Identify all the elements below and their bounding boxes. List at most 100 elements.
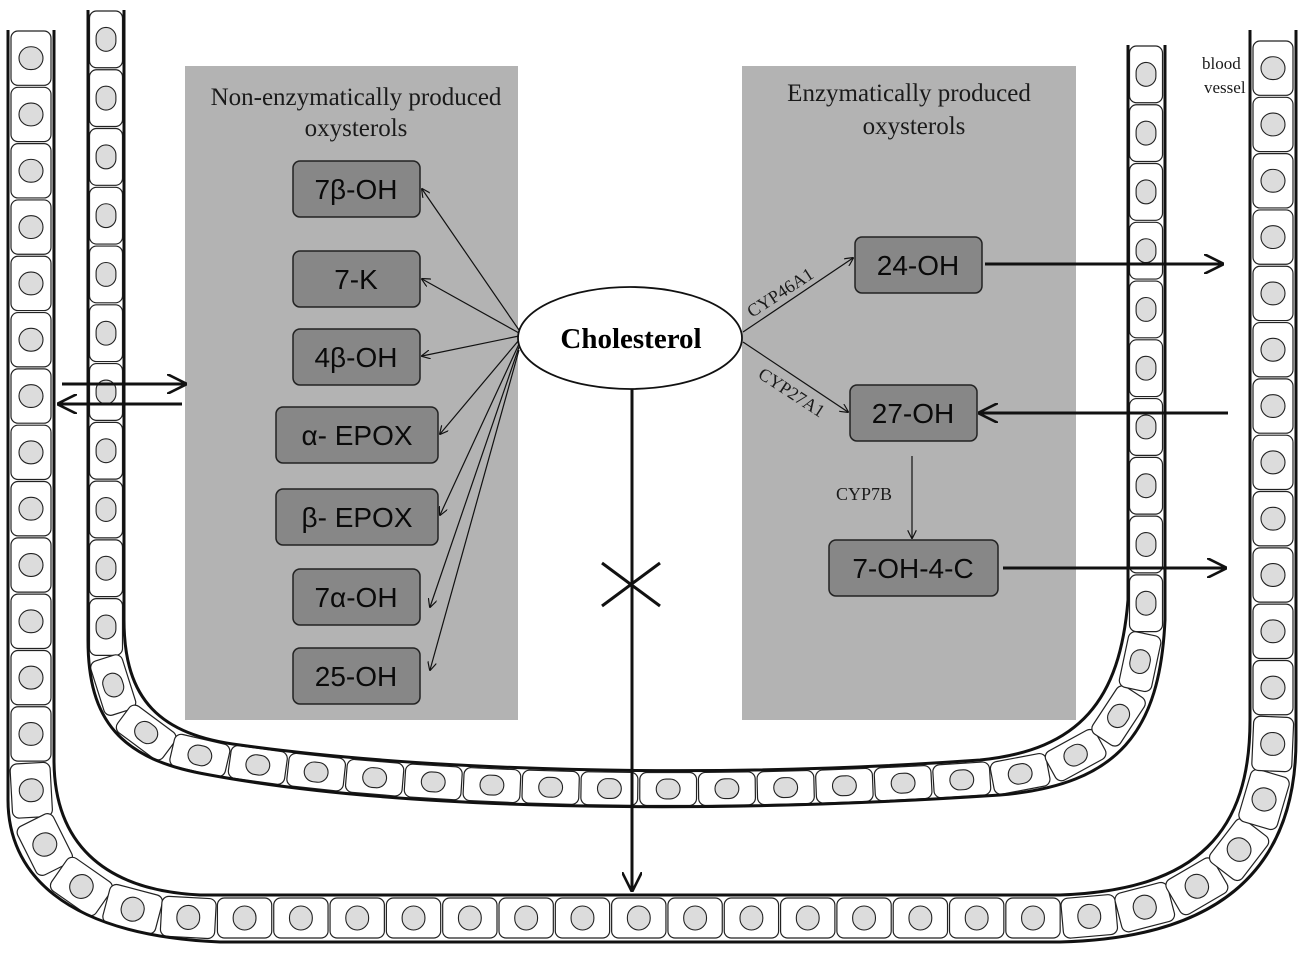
endothelial-cell [723,897,780,939]
endothelial-cell [1238,768,1290,831]
cell-nucleus [1135,590,1157,616]
endothelial-cell [1128,339,1164,398]
transport-arrows [59,264,1228,890]
endothelial-cell [1252,265,1294,322]
cell-nucleus [831,775,857,797]
cell-nucleus [1260,731,1286,756]
endothelial-cell [1118,631,1162,693]
endothelial-cell [836,897,892,939]
oxysterol-box-7a-oh [292,568,421,626]
endothelial-cell [1252,603,1294,660]
oxysterol-label-a-epox: α- EPOX [301,420,412,451]
cell-nucleus [964,905,989,931]
endothelial-cell [462,767,522,804]
oxysterol-box-a-epox [275,406,439,464]
arrow-to-7a-oh [430,346,520,607]
cell-nucleus [514,905,539,931]
endothelial-cell [1252,153,1294,209]
endothelial-cell [88,245,124,304]
endothelial-cell [169,733,231,778]
cell-nucleus [18,721,44,746]
endothelial-cell [88,10,124,69]
cell-nucleus [1260,225,1286,250]
cell-nucleus [102,672,125,698]
blocked-mark-icon [601,561,661,608]
cell-nucleus [18,665,44,690]
endothelial-cell [1252,40,1294,96]
endothelial-cell [88,304,124,363]
cholesterol-label: Cholesterol [560,323,701,355]
inner-wall-inner-line [122,10,1130,773]
endothelial-cell [1128,221,1164,280]
cell-nucleus [1007,763,1033,785]
blood-vessel-label-line2: vessel [1204,78,1246,97]
cell-nucleus [95,261,117,287]
cell-nucleus [714,778,740,800]
cell-nucleus [1260,56,1286,81]
cell-nucleus [95,320,117,346]
cell-nucleus [95,144,117,170]
endothelial-cell [697,771,757,807]
cell-nucleus [739,905,764,931]
endothelial-cell [385,897,442,939]
cell-nucleus [908,905,933,931]
endothelial-cell [1252,209,1294,265]
cell-nucleus [1260,675,1286,700]
endothelial-cell [779,897,836,939]
endothelial-cell [286,752,347,792]
oxysterol-label-27-oh: 27-OH [872,398,954,429]
cell-nucleus [1021,905,1045,931]
cell-nucleus [345,905,370,931]
endothelial-cell [1128,397,1164,456]
endothelial-cell [10,311,52,368]
cell-nucleus [18,102,44,127]
cell-nucleus [852,905,877,931]
endothelial-cell [88,69,124,128]
arrow-to-24-oh [742,258,853,333]
cell-nucleus [120,896,145,922]
cell-nucleus [1260,450,1286,475]
endothelial-cell [88,598,124,656]
right-panel-title-line2: oxysterols [863,113,966,140]
cell-nucleus [1132,894,1157,920]
cell-nucleus [1251,787,1277,812]
cell-nucleus [187,744,213,767]
oxysterol-box-b-epox [275,488,439,546]
cell-nucleus [1260,563,1286,587]
cell-nucleus [1129,649,1151,675]
endothelial-cell [1208,818,1270,882]
cell-nucleus [18,271,44,296]
cell-nucleus [18,215,44,240]
oxysterol-box-24-oh [854,236,983,294]
arrow-to-7b-oh [422,189,520,331]
cell-nucleus [457,905,482,931]
endothelial-cell [756,769,815,806]
endothelial-cell [88,127,124,186]
endothelial-cell [1252,434,1294,491]
endothelial-cell [88,539,124,598]
oxysterol-label-7-k: 7-K [334,264,378,295]
vessel-cell-layer [9,10,1295,940]
endothelial-cell [521,769,580,805]
endothelial-cell [403,763,463,801]
endothelial-cell [1252,321,1294,378]
cell-nucleus [570,905,595,931]
non-enzymatic-arrows [422,189,520,670]
cell-nucleus [18,384,44,409]
endothelial-cell [498,897,554,939]
endothelial-cell [442,897,498,939]
cell-nucleus [303,761,329,783]
endothelial-cell [948,897,1005,939]
endothelial-cell [102,883,164,935]
vessel-walls [6,10,1298,944]
endothelial-cell [227,744,288,785]
endothelial-cell [49,856,114,917]
oxysterol-box-7-oh-4-c [828,539,999,597]
cell-nucleus [288,905,313,931]
cell-nucleus [1135,238,1157,264]
endothelial-cell [159,895,217,940]
endothelial-cell [88,362,124,421]
endothelial-cell [1251,715,1295,773]
cell-nucleus [773,777,799,799]
